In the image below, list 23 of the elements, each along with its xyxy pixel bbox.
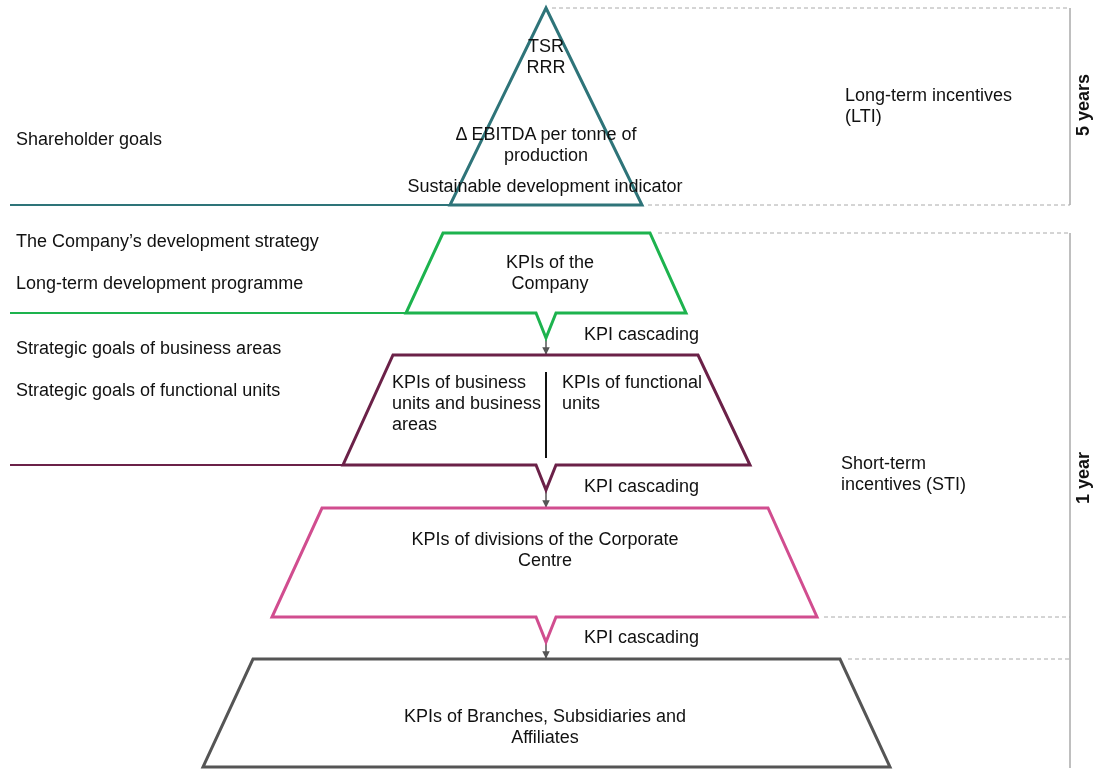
goal-label: Strategic goals of functional units [16, 380, 281, 401]
period-label: 5 years [1074, 73, 1092, 137]
metric-text: RRR [525, 57, 567, 78]
tier-label: KPIs of divisions of the Corporate Centre [410, 529, 680, 571]
edge-label: KPI cascading [584, 324, 700, 345]
period-label: 1 year [1074, 451, 1092, 505]
tier-label: KPIs of the Company [504, 252, 596, 294]
edge-label: KPI cascading [584, 476, 700, 497]
goal-label: The Company’s development strategy [16, 231, 319, 252]
tier-label: KPIs of functional units [562, 372, 704, 414]
pyramid-tier [201, 657, 892, 769]
tier-label: KPIs of Branches, Subsidiaries and Affiliates [402, 706, 688, 748]
goal-label: Shareholder goals [16, 129, 163, 150]
arrow [542, 339, 550, 355]
arrow [542, 490, 550, 508]
edge-label: KPI cascading [584, 627, 700, 648]
metric-text: TSR [527, 36, 565, 57]
goal-label: Strategic goals of business areas [16, 338, 282, 359]
incentive-label: Long-term incentives (LTI) [845, 85, 1014, 127]
incentive-label: Short-term incentives (STI) [841, 453, 968, 495]
tier-label: KPIs of business units and business areas [392, 372, 542, 435]
goal-label: Long-term development programme [16, 273, 304, 294]
arrow [542, 642, 550, 659]
